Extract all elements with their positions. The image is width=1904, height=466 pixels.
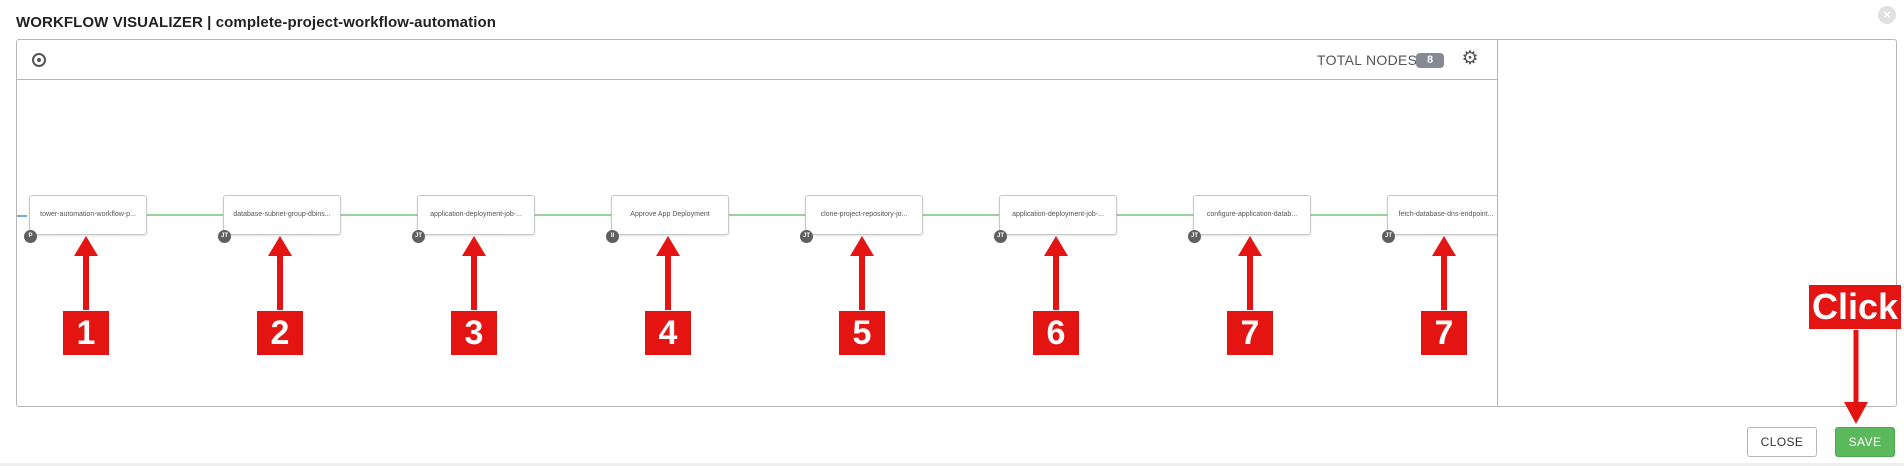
workflow-node-7[interactable]: configure-application-datab...: [1193, 195, 1311, 235]
close-icon[interactable]: ×: [1878, 6, 1896, 24]
gear-icon[interactable]: ⚙: [1461, 48, 1479, 69]
step-marker-7: 7: [1227, 311, 1273, 355]
step-arrow-7: [1238, 236, 1262, 310]
node-type-badge: JT: [218, 230, 231, 243]
workflow-node-1[interactable]: tower-automation-workflow-p...: [29, 195, 147, 235]
node-type-badge: JT: [1382, 230, 1395, 243]
step-marker-5: 5: [839, 311, 885, 355]
node-type-badge: JT: [800, 230, 813, 243]
step-arrow-1: [74, 236, 98, 310]
node-type-badge: II: [606, 230, 619, 243]
node-type-badge: JT: [1188, 230, 1201, 243]
total-nodes-label: TOTAL NODES: [1317, 52, 1418, 68]
step-arrow-8: [1432, 236, 1456, 310]
node-type-badge: JT: [412, 230, 425, 243]
footer-divider: [0, 463, 1904, 466]
step-arrow-3: [462, 236, 486, 310]
workflow-node-8[interactable]: fetch-database-dns-endpoint...: [1387, 195, 1505, 235]
workflow-node-2[interactable]: database-subnet-group-dbins...: [223, 195, 341, 235]
step-marker-8: 7: [1421, 311, 1467, 355]
node-details-panel: [1497, 39, 1897, 407]
step-arrow-6: [1044, 236, 1068, 310]
step-marker-3: 3: [451, 311, 497, 355]
step-arrow-4: [656, 236, 680, 310]
node-type-badge: P: [24, 230, 37, 243]
total-nodes-badge: 8: [1416, 53, 1444, 68]
canvas-toolbar: TOTAL NODES 8 ⚙: [17, 40, 1497, 80]
workflow-node-4[interactable]: Approve App Deployment: [611, 195, 729, 235]
step-arrow-5: [850, 236, 874, 310]
page-title: WORKFLOW VISUALIZER | complete-project-w…: [16, 14, 496, 31]
step-marker-1: 1: [63, 311, 109, 355]
step-marker-4: 4: [645, 311, 691, 355]
step-marker-2: 2: [257, 311, 303, 355]
workflow-node-3[interactable]: application-deployment-job-...: [417, 195, 535, 235]
workflow-node-6[interactable]: application-deployment-job-...: [999, 195, 1117, 235]
save-button[interactable]: SAVE: [1835, 427, 1895, 457]
close-button[interactable]: CLOSE: [1747, 427, 1817, 457]
click-arrow: [1844, 330, 1868, 424]
step-marker-6: 6: [1033, 311, 1079, 355]
workflow-links: [17, 214, 1387, 217]
click-annotation: Click: [1809, 285, 1901, 329]
workflow-node-5[interactable]: clone-project-repository-jo...: [805, 195, 923, 235]
node-type-badge: JT: [994, 230, 1007, 243]
compass-icon[interactable]: [32, 53, 46, 67]
step-arrow-2: [268, 236, 292, 310]
